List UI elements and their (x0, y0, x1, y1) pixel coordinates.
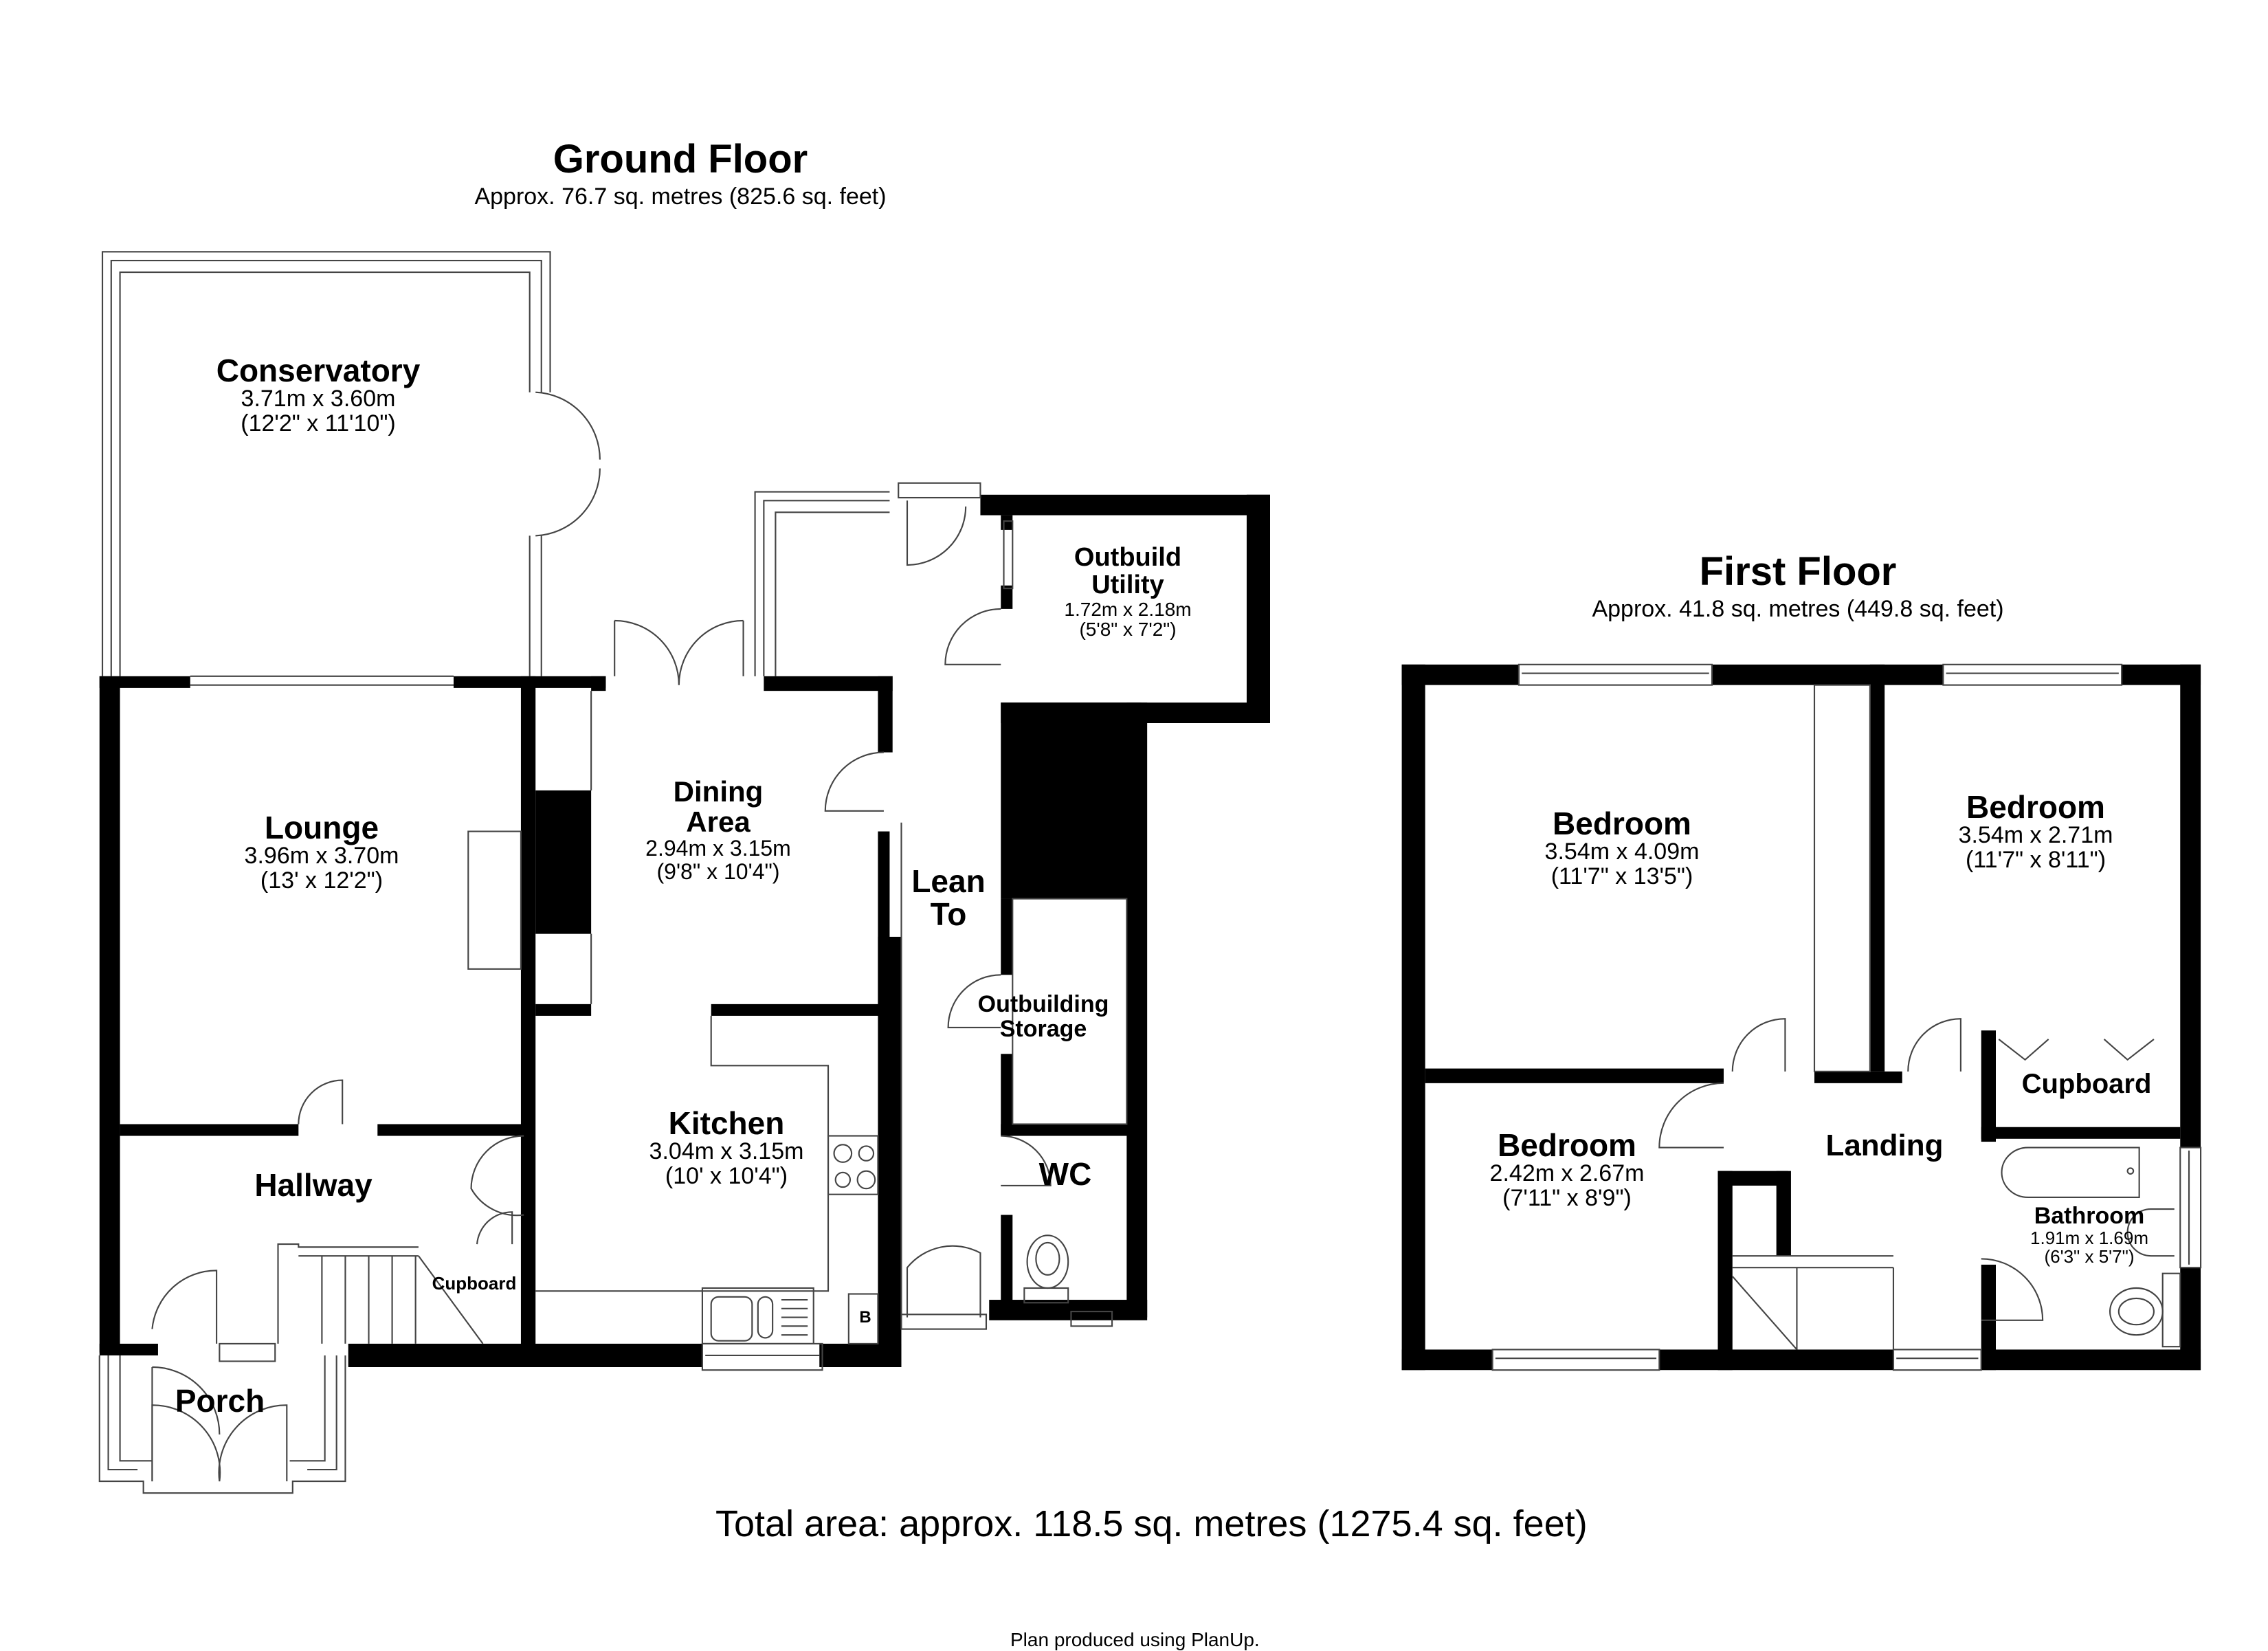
room-size-imperial: (12'2" x 11'10") (241, 410, 396, 436)
first-floor-heading: First Floor Approx. 41.8 sq. metres (449… (1592, 549, 2003, 623)
room-name: Bathroom (2034, 1203, 2145, 1229)
plan-credit: Plan produced using PlanUp. (1010, 1629, 1260, 1650)
room-size-imperial: (5'8" x 7'2") (1079, 619, 1177, 641)
room-size-metric: 1.91m x 1.69m (2030, 1227, 2148, 1248)
room-conservatory: Conservatory 3.71m x 3.60m (12'2" x 11'1… (216, 354, 421, 436)
room-hallway: Hallway (254, 1167, 373, 1203)
room-name: Porch (175, 1383, 265, 1419)
room-size-imperial: (11'7" x 8'11") (1965, 846, 2106, 873)
first-floor-area: Approx. 41.8 sq. metres (449.8 sq. feet) (1592, 596, 2004, 622)
room-size-imperial: (7'11" x 8'9") (1502, 1184, 1632, 1211)
room-name-line2: Area (686, 806, 751, 839)
room-size-metric: 3.54m x 2.71m (1958, 822, 2113, 849)
boiler-label: B (859, 1309, 871, 1326)
thin-lines (98, 251, 2202, 1494)
room-size-imperial: (11'7" x 13'5") (1550, 863, 1693, 889)
boiler-icon: B (859, 1308, 871, 1327)
room-size-metric: 1.72m x 2.18m (1064, 598, 1192, 620)
room-name-line2: Storage (999, 1015, 1087, 1042)
room-outbuilding-storage: Outbuilding Storage (977, 991, 1109, 1042)
room-size-imperial: (9'8" x 10'4") (656, 858, 780, 884)
room-size-metric: 3.71m x 3.60m (241, 386, 396, 412)
room-bathroom: Bathroom 1.91m x 1.69m (6'3" x 5'7") (2030, 1204, 2148, 1266)
room-lean-to: Lean To (911, 865, 985, 931)
room-lounge: Lounge 3.96m x 3.70m (13' x 12'2") (245, 811, 399, 894)
room-size-metric: 3.04m x 3.15m (649, 1138, 804, 1165)
room-cupboard-ground: Cupboard (432, 1274, 517, 1293)
room-name: Hallway (254, 1167, 373, 1203)
room-name-line2: To (930, 896, 967, 933)
room-name: Landing (1825, 1129, 1944, 1162)
room-name-line2: Utility (1091, 570, 1164, 599)
room-kitchen: Kitchen 3.04m x 3.15m (10' x 10'4") (649, 1107, 804, 1189)
room-size-metric: 2.94m x 3.15m (645, 836, 791, 861)
room-size-imperial: (6'3" x 5'7") (2044, 1245, 2135, 1267)
room-cupboard-first: Cupboard (2022, 1070, 2152, 1098)
room-name-line1: Dining (673, 775, 764, 808)
room-size-imperial: (10' x 10'4") (665, 1162, 788, 1189)
room-name: Conservatory (216, 353, 421, 388)
room-size-metric: 3.96m x 3.70m (244, 843, 399, 869)
room-name: Bedroom (1553, 806, 1691, 841)
first-floor-title: First Floor (1699, 549, 1897, 594)
room-name: Lounge (264, 810, 379, 845)
room-name: Cupboard (432, 1273, 517, 1294)
room-name-line1: Outbuild (1074, 543, 1182, 572)
room-bedroom-2: Bedroom 3.54m x 2.71m (11'7" x 8'11") (1959, 790, 2113, 873)
room-landing: Landing (1825, 1129, 1944, 1162)
room-size-metric: 3.54m x 4.09m (1544, 839, 1700, 865)
room-wc: WC (1038, 1156, 1092, 1192)
ground-floor-title: Ground Floor (553, 137, 808, 181)
room-bedroom-3: Bedroom 2.42m x 2.67m (7'11" x 8'9") (1490, 1129, 1645, 1211)
room-bedroom-1: Bedroom 3.54m x 4.09m (11'7" x 13'5") (1545, 807, 1700, 889)
room-name: Bedroom (1498, 1127, 1636, 1163)
room-porch: Porch (175, 1383, 265, 1419)
room-size-metric: 2.42m x 2.67m (1489, 1160, 1645, 1187)
room-name: WC (1038, 1156, 1092, 1192)
walls (99, 494, 2201, 1371)
room-name: Bedroom (1966, 789, 2105, 825)
room-dining-area: Dining Area 2.94m x 3.15m (9'8" x 10'4") (645, 775, 791, 884)
room-name: Cupboard (2021, 1069, 2152, 1099)
ground-floor-heading: Ground Floor Approx. 76.7 sq. metres (82… (474, 136, 886, 210)
room-name: Kitchen (668, 1105, 785, 1141)
room-outbuild-utility: Outbuild Utility 1.72m x 2.18m (5'8" x 7… (1064, 543, 1192, 641)
room-size-imperial: (13' x 12'2") (260, 867, 383, 894)
total-area: Total area: approx. 118.5 sq. metres (12… (715, 1503, 1588, 1544)
room-name-line1: Outbuilding (977, 991, 1109, 1017)
ground-floor-area: Approx. 76.7 sq. metres (825.6 sq. feet) (474, 184, 887, 210)
room-name-line1: Lean (911, 863, 986, 899)
